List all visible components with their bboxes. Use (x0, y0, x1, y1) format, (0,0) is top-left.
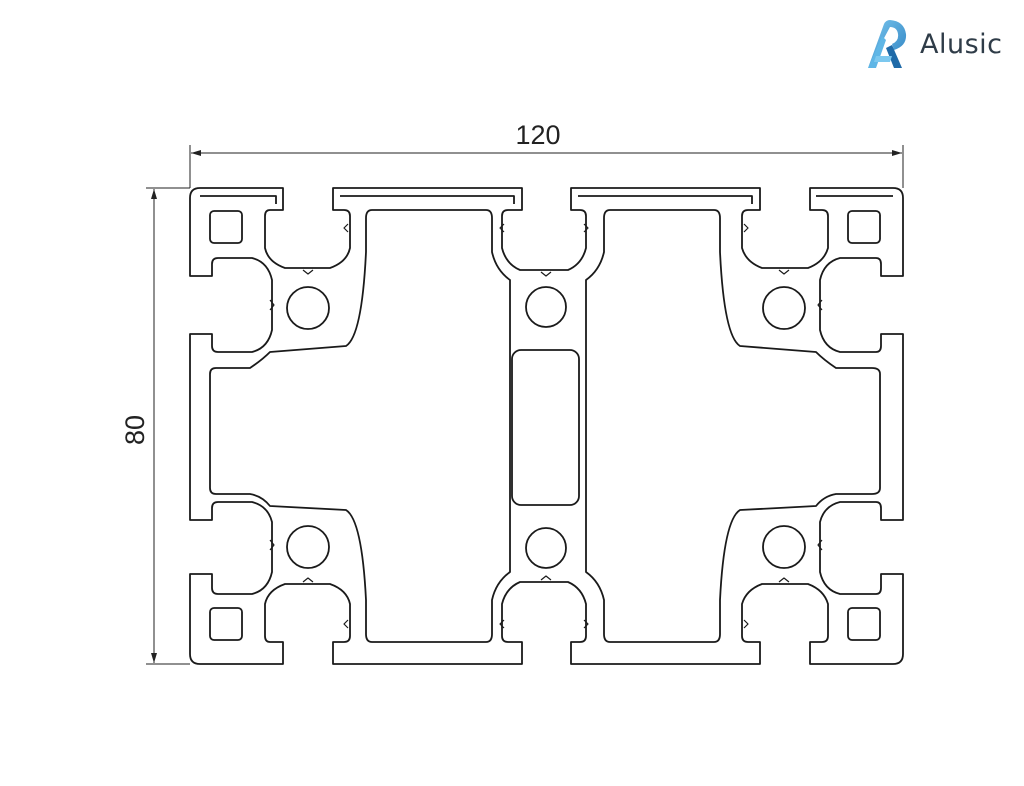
slot-notches (269, 223, 823, 629)
core-hole-top-left (286, 286, 330, 330)
core-hole-bottom-center (525, 527, 567, 569)
core-hole-top-right (762, 286, 806, 330)
right-main-cavity (585, 209, 881, 643)
alusic-a-logo-icon (868, 20, 907, 68)
corner-hole-bottom-right (847, 607, 881, 641)
height-dimension (146, 187, 190, 665)
center-slot (511, 349, 580, 506)
height-dimension-label: 80 (120, 415, 150, 445)
brand-name: Alusic (920, 28, 1003, 60)
width-dimension (189, 145, 904, 188)
corner-hole-top-left (209, 210, 243, 244)
core-hole-bottom-left (286, 525, 330, 569)
corner-hole-bottom-left (209, 607, 243, 641)
corner-hole-top-right (847, 210, 881, 244)
core-hole-bottom-right (762, 525, 806, 569)
brand-logo: Alusic (864, 18, 1003, 70)
width-dimension-label: 120 (515, 120, 560, 150)
profile-outer-contour (189, 187, 904, 665)
left-main-cavity (209, 209, 511, 643)
aluminium-profile (189, 187, 904, 665)
core-hole-top-center (525, 286, 567, 328)
profile-inner-wall-top (200, 195, 893, 204)
